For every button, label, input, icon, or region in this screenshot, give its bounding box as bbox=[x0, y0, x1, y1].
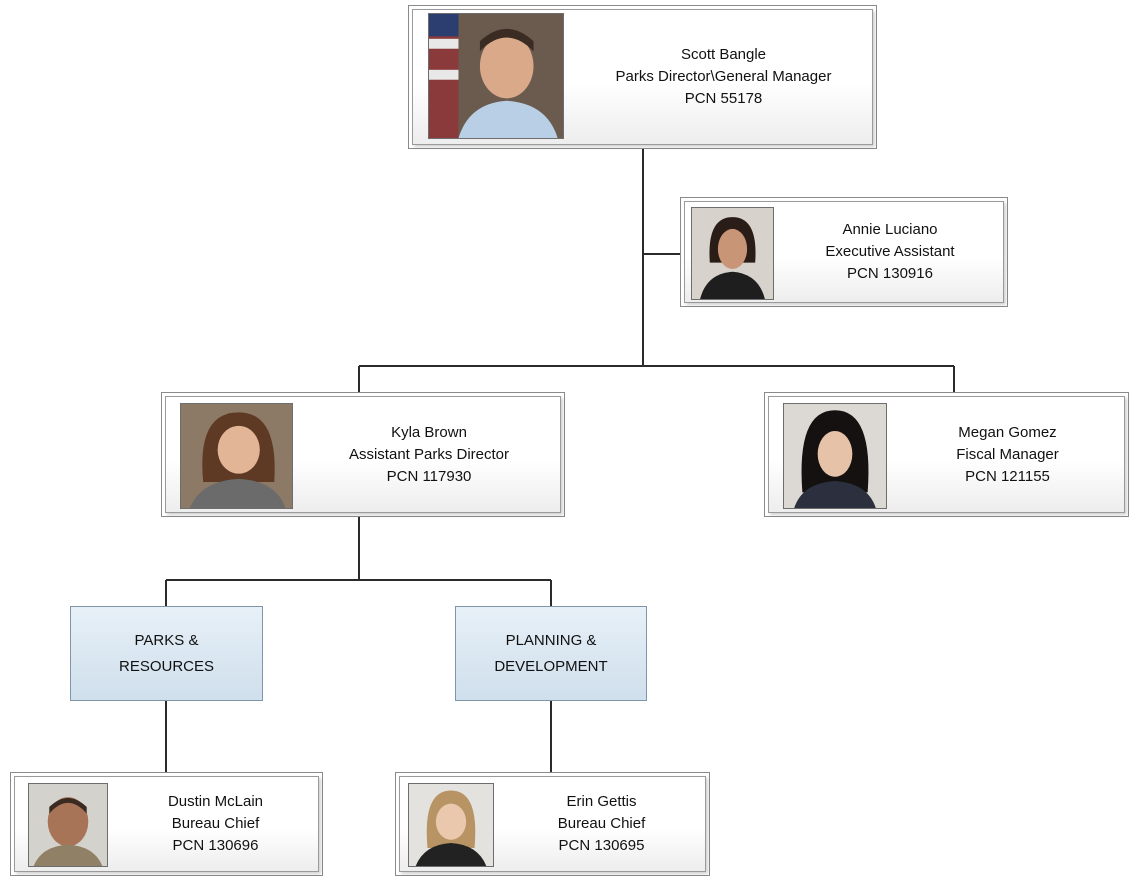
parks-chief-info: Dustin McLain Bureau Chief PCN 130696 bbox=[115, 778, 316, 870]
person-photo-icon bbox=[691, 207, 774, 300]
person-pcn: PCN 130916 bbox=[847, 265, 933, 282]
person-title: Bureau Chief bbox=[557, 815, 646, 832]
person-title: Parks Director\General Manager bbox=[615, 68, 832, 85]
person-title: Executive Assistant bbox=[825, 243, 955, 260]
card-planning-bureau-chief[interactable]: Erin Gettis Bureau Chief PCN 130695 bbox=[395, 772, 710, 876]
dept-label-line2: DEVELOPMENT bbox=[494, 657, 608, 675]
person-name: Scott Bangle bbox=[680, 46, 767, 63]
card-executive-assistant[interactable]: Annie Luciano Executive Assistant PCN 13… bbox=[680, 197, 1008, 307]
assistant-info: Annie Luciano Executive Assistant PCN 13… bbox=[779, 203, 1001, 301]
person-pcn: PCN 130696 bbox=[172, 837, 259, 854]
person-name: Kyla Brown bbox=[391, 423, 467, 441]
dept-label-line1: PLANNING & bbox=[505, 631, 597, 649]
dept-label-line1: PARKS & bbox=[134, 631, 199, 649]
person-photo-icon bbox=[408, 783, 494, 867]
person-pcn: PCN 121155 bbox=[965, 467, 1050, 485]
person-photo-icon bbox=[28, 783, 108, 867]
person-name: Dustin McLain bbox=[167, 793, 264, 810]
person-name: Annie Luciano bbox=[842, 221, 938, 238]
person-pcn: PCN 130695 bbox=[558, 837, 645, 854]
director-info: Scott Bangle Parks Director\General Mana… bbox=[579, 11, 868, 143]
person-title: Bureau Chief bbox=[171, 815, 260, 832]
person-photo-icon bbox=[180, 403, 293, 509]
card-fiscal-manager[interactable]: Megan Gomez Fiscal Manager PCN 121155 bbox=[764, 392, 1129, 517]
asst-director-info: Kyla Brown Assistant Parks Director PCN … bbox=[302, 398, 556, 511]
card-assistant-director[interactable]: Kyla Brown Assistant Parks Director PCN … bbox=[161, 392, 565, 517]
person-name: Megan Gomez bbox=[958, 423, 1057, 441]
dept-planning-development[interactable]: PLANNING & DEVELOPMENT bbox=[455, 606, 647, 701]
card-director[interactable]: Scott Bangle Parks Director\General Mana… bbox=[408, 5, 877, 149]
person-title: Assistant Parks Director bbox=[348, 445, 510, 463]
dept-parks-resources[interactable]: PARKS & RESOURCES bbox=[70, 606, 263, 701]
dept-label-line2: RESOURCES bbox=[118, 657, 215, 675]
person-pcn: PCN 117930 bbox=[386, 467, 472, 485]
person-photo-icon bbox=[783, 403, 887, 509]
card-parks-bureau-chief[interactable]: Dustin McLain Bureau Chief PCN 130696 bbox=[10, 772, 323, 876]
planning-chief-info: Erin Gettis Bureau Chief PCN 130695 bbox=[500, 778, 703, 870]
fiscal-info: Megan Gomez Fiscal Manager PCN 121155 bbox=[893, 398, 1122, 511]
person-photo-icon bbox=[428, 13, 564, 139]
person-pcn: PCN 55178 bbox=[684, 90, 763, 107]
person-name: Erin Gettis bbox=[566, 793, 637, 810]
person-title: Fiscal Manager bbox=[956, 445, 1059, 463]
